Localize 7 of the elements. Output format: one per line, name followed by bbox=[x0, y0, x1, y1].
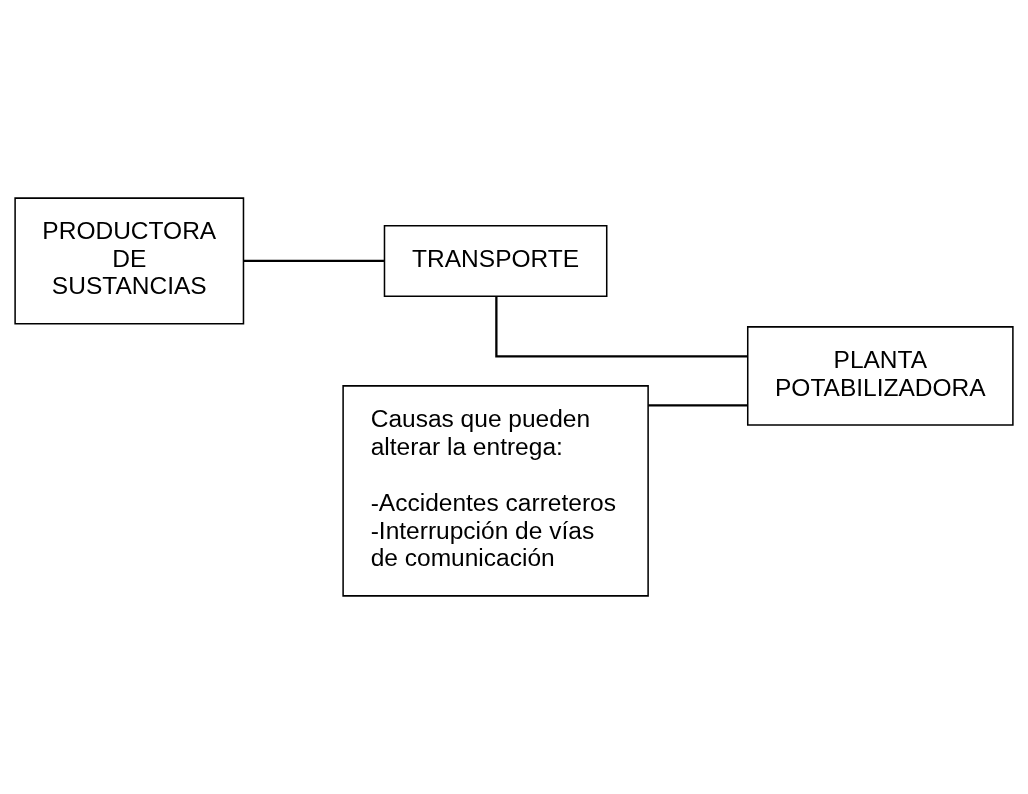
connector bbox=[495, 296, 748, 358]
node-box: Causas que pueden alterar la entrega: -Accidentes carreteros -Interrupción de vías de comunicación bbox=[342, 385, 649, 597]
node-box: TRANSPORTE bbox=[383, 224, 608, 297]
node-box: PLANTA POTABILIZADORA bbox=[746, 326, 1014, 426]
node-box: PRODUCTORA DE SUSTANCIAS bbox=[14, 197, 245, 325]
connector bbox=[243, 259, 384, 263]
connector bbox=[648, 404, 748, 407]
